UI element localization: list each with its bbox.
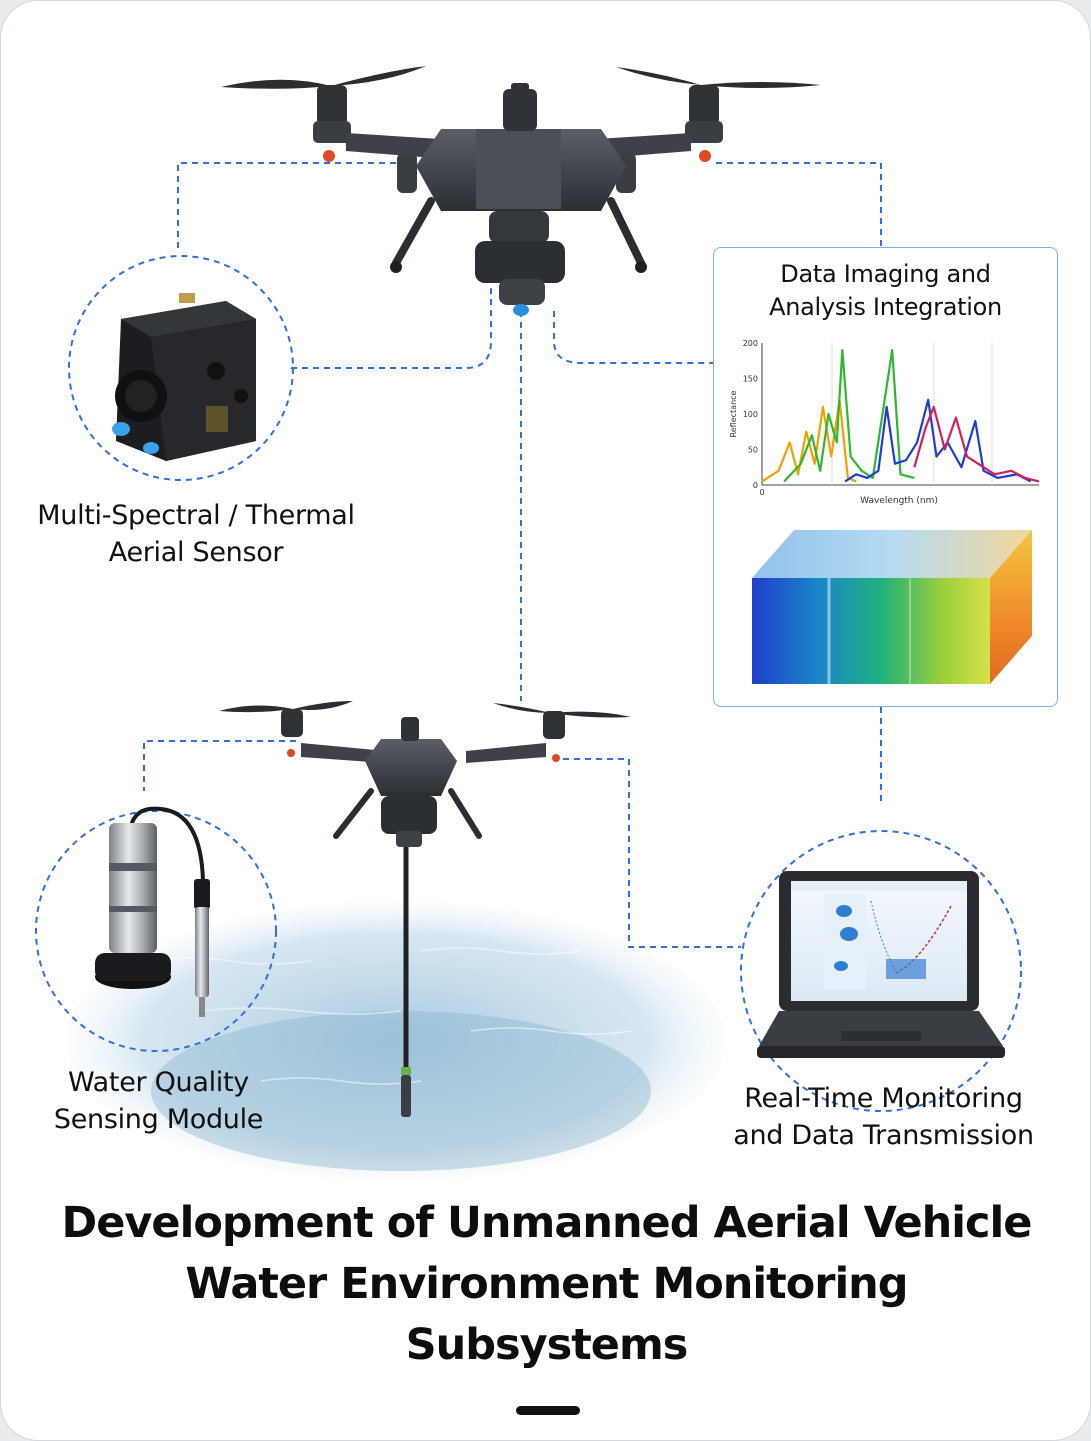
- x-tick-label: 0: [759, 488, 764, 497]
- water-surface: [66, 901, 726, 1181]
- laptop-illustration: [757, 871, 1005, 1058]
- label-realtime: Real-Time Monitoring and Data Transmissi…: [716, 1080, 1051, 1154]
- main-title-line3: Subsystems: [405, 1320, 689, 1370]
- water-sampling-drone: [219, 701, 631, 1117]
- hyperspectral-cube: [752, 530, 1032, 684]
- aerial-drone-top: [221, 66, 821, 316]
- main-title-line1: Development of Unmanned Aerial Vehicle: [61, 1198, 1033, 1248]
- label-aerial-sensor-line2: Aerial Sensor: [108, 537, 284, 568]
- label-realtime-line1: Real-Time Monitoring: [744, 1083, 1023, 1114]
- multispectral-sensor-illustration: [112, 293, 256, 461]
- label-water-module: Water Quality Sensing Module: [31, 1064, 286, 1138]
- y-axis-label: Reflectance: [729, 390, 738, 437]
- y-tick-label: 200: [743, 339, 758, 348]
- home-indicator[interactable]: [516, 1406, 580, 1415]
- spectrum-series-1: [761, 398, 857, 483]
- panel-title-line1: Data Imaging and: [780, 260, 991, 288]
- main-title-line2: Water Environment Monitoring: [185, 1259, 908, 1309]
- connector-lines: [35, 162, 1022, 1112]
- spectral-chart: 0 50 100 150 200 0 Wavelength (nm) Reflectan…: [729, 339, 1040, 684]
- y-tick-label: 100: [743, 410, 758, 419]
- label-aerial-sensor: Multi-Spectral / Thermal Aerial Sensor: [21, 497, 371, 571]
- panel-title: Data Imaging and Analysis Integration: [714, 258, 1057, 324]
- label-realtime-line2: and Data Transmission: [733, 1120, 1034, 1151]
- spectrum-series-3: [844, 398, 1032, 483]
- label-water-module-line1: Water Quality: [68, 1067, 249, 1098]
- label-water-module-line2: Sensing Module: [53, 1104, 264, 1135]
- spectrum-series-4: [913, 405, 1040, 483]
- chart-series: [761, 348, 1040, 483]
- water-quality-probe-illustration: [95, 806, 210, 1017]
- y-tick-label: 50: [748, 446, 758, 455]
- y-tick-label: 150: [743, 375, 758, 384]
- y-tick-label: 0: [753, 481, 758, 490]
- panel-title-line2: Analysis Integration: [769, 293, 1002, 321]
- x-tick-labels: 0: [759, 488, 764, 497]
- label-aerial-sensor-line1: Multi-Spectral / Thermal: [37, 500, 355, 531]
- main-title: Development of Unmanned Aerial Vehicle W…: [61, 1193, 1033, 1376]
- spectrum-series-2: [783, 348, 915, 483]
- x-axis-label: Wavelength (nm): [860, 496, 938, 506]
- data-analysis-panel: Data Imaging and Analysis Integration 0 5…: [713, 247, 1058, 707]
- y-tick-labels: 0 50 100 150 200: [743, 339, 758, 490]
